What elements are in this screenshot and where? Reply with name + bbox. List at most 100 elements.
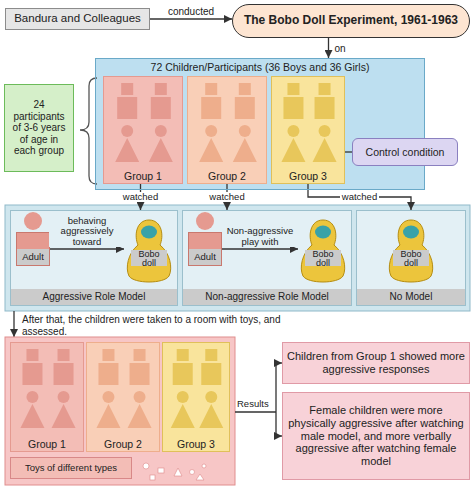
boy-figure	[205, 349, 217, 361]
boy-figure	[239, 83, 251, 95]
boy-figure	[121, 83, 133, 95]
condition-panel-fill	[10, 210, 178, 306]
node-text: Bobo doll	[131, 250, 167, 266]
result-box: Female children were more physically agg…	[282, 392, 470, 480]
bobo-face	[315, 226, 331, 239]
models-panel	[5, 205, 470, 311]
assessment-panel	[5, 337, 235, 485]
girl-figure	[287, 125, 299, 137]
panel-caption: No Model	[357, 289, 465, 305]
node-text: Control condition	[366, 146, 445, 158]
bobo-body	[301, 220, 344, 282]
girl-figure	[199, 404, 223, 428]
girl-figure	[149, 138, 173, 162]
boy-figure	[319, 83, 331, 95]
title-box: The Bobo Doll Experiment, 1961-1963	[232, 4, 470, 38]
edge-label: conducted	[166, 6, 216, 17]
participants-panel-fill	[95, 58, 425, 190]
node-text: Female children were more physically agg…	[287, 404, 465, 467]
node-text: Group 1	[28, 438, 66, 450]
node-text: Toys of different types	[25, 463, 117, 474]
node-text: Bobo doll	[393, 250, 429, 266]
girl-figure	[281, 138, 305, 162]
connector	[328, 38, 329, 58]
results-arrow	[235, 363, 276, 436]
group-box: Group 2	[86, 342, 160, 452]
boy-figure	[98, 363, 118, 385]
node-text: Group 2	[104, 438, 142, 450]
results-label: Results	[237, 399, 269, 410]
panel-caption: Aggressive Role Model	[11, 289, 177, 305]
girl-figure	[26, 391, 38, 403]
group-box: Group 1	[10, 342, 84, 452]
node-text: Group 3	[289, 170, 327, 182]
node-text: Group 3	[177, 438, 215, 450]
girl-figure	[239, 125, 251, 137]
participants-panel: 72 Children/Participants (36 Boys and 36…	[95, 58, 425, 190]
group-box: Group 2	[187, 76, 267, 184]
girl-figure	[121, 125, 133, 137]
bobo-doll: Bobo doll	[386, 218, 436, 284]
boy-figure	[22, 363, 42, 385]
edge-label: watched	[207, 192, 246, 202]
girl-figure	[199, 138, 223, 162]
girl-figure	[58, 391, 70, 403]
node-text: Bandura and Colleagues	[14, 12, 141, 25]
adult-head	[196, 212, 214, 230]
girl-figure	[313, 138, 337, 162]
girl-figure	[177, 391, 189, 403]
adult-head	[24, 212, 42, 230]
girl-figure	[171, 404, 195, 428]
connector	[222, 248, 298, 249]
boy-figure	[201, 97, 221, 119]
girl-figure	[115, 138, 139, 162]
flow-arrow	[13, 311, 14, 337]
node-text: Adult	[17, 249, 49, 265]
children-figures	[272, 77, 346, 185]
boy-figure	[58, 349, 70, 361]
boy-figure	[235, 97, 255, 119]
connector	[150, 18, 232, 19]
boy-figure	[283, 97, 303, 119]
node-text: The Bobo Doll Experiment, 1961-1963	[244, 14, 458, 28]
edge-label: on	[333, 43, 348, 54]
boy-figure	[134, 349, 146, 361]
children-figures	[104, 77, 184, 185]
bobo-doll: Bobo doll	[298, 218, 348, 284]
adult-figure: Adult	[16, 232, 50, 266]
toys-box: Toys of different types	[10, 457, 132, 479]
node-text: Group 2	[208, 170, 246, 182]
edge-label: Non-aggressive play with	[222, 226, 298, 247]
boy-figure	[54, 363, 74, 385]
girl-figure	[319, 125, 331, 137]
condition-panel: Non-aggressive Role ModelAdultBobo doll	[182, 210, 352, 306]
children-figures	[188, 77, 268, 185]
condition-panel-fill	[356, 210, 466, 306]
group-box: Group 3	[271, 76, 345, 184]
node-text: Bobo doll	[305, 250, 341, 266]
node-text: Adult	[189, 249, 221, 265]
condition-panel-fill	[182, 210, 352, 306]
girl-figure	[134, 391, 146, 403]
bobo-body	[127, 220, 170, 282]
node-text: 24 participants of 3-6 years of age in e…	[9, 99, 69, 157]
children-figures	[163, 343, 231, 453]
bobo-doll: Bobo doll	[124, 218, 174, 284]
result-box: Children from Group 1 showed more aggres…	[282, 342, 470, 384]
connector	[308, 184, 411, 210]
girl-figure	[102, 391, 114, 403]
children-figures	[87, 343, 161, 453]
boy-figure	[315, 97, 335, 119]
boy-figure	[130, 363, 150, 385]
boy-figure	[155, 83, 167, 95]
group-box: Group 3	[162, 342, 230, 452]
toy-shapes	[143, 463, 206, 480]
bobo-body	[389, 220, 432, 282]
edge-label: behaving aggressively toward	[49, 216, 125, 247]
boy-figure	[201, 363, 221, 385]
connector	[50, 248, 124, 249]
bobo-face	[403, 226, 419, 239]
girl-figure	[20, 404, 44, 428]
condition-panel: No Model Bobo doll	[356, 210, 466, 306]
